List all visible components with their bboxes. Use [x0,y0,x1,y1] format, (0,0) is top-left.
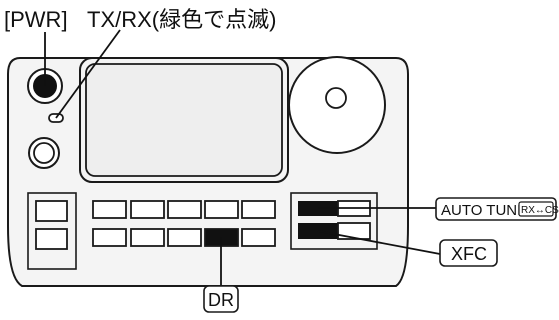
display-screen [85,63,283,177]
key-row2-2[interactable] [130,228,165,247]
xfc-label: XFC [451,244,487,264]
main-dial-finger-dimple [325,87,347,109]
left-key-bottom[interactable] [35,228,68,250]
auto-tune-sub-label: RX↔CS [521,205,559,216]
pwr-label: [PWR] [4,7,68,32]
key-row1-4[interactable] [204,200,239,219]
auto-tune-label: AUTO TUNE [441,202,527,219]
key-row2-1[interactable] [92,228,127,247]
key-row1-3[interactable] [167,200,202,219]
xfc-leader-line [317,230,441,255]
dr-label: DR [208,290,234,310]
txrx-leader-line [55,29,121,119]
txrx-label: TX/RX(緑色で点滅) [87,7,276,32]
key-row2-5[interactable] [241,228,276,247]
key-row2-3[interactable] [167,228,202,247]
key-row1-2[interactable] [130,200,165,219]
left-key-group-frame [27,192,77,270]
dr-label-box [203,285,239,313]
key-row1-5[interactable] [241,200,276,219]
left-key-top[interactable] [35,200,68,222]
auto-tune-sub-box [518,201,554,217]
key-row1-1[interactable] [92,200,127,219]
right-key-bottom-b[interactable] [337,222,371,240]
right-key-group-frame [290,192,378,250]
xfc-label-box [439,239,498,267]
small-knob-inner [33,142,55,164]
